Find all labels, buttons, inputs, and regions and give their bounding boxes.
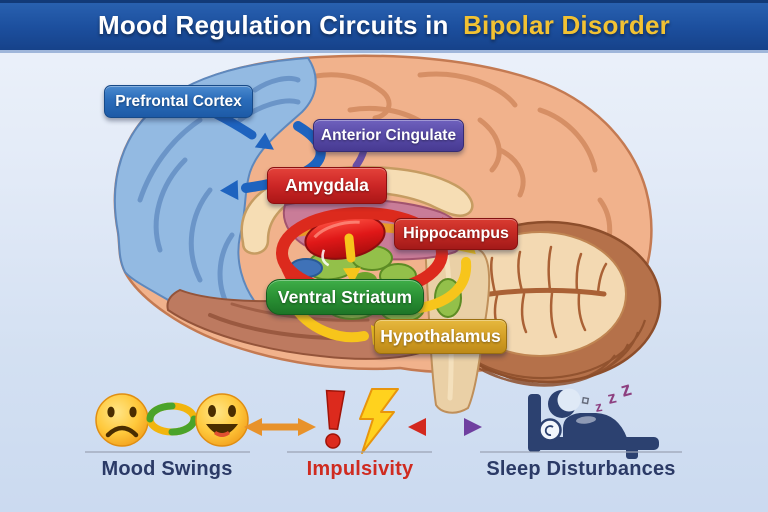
moon-icon — [548, 388, 581, 418]
title-main: Mood Regulation Circuits in — [98, 9, 449, 40]
label-hypothalamus: Hypothalamus — [374, 319, 507, 354]
caption-mood-swings: Mood Swings — [101, 458, 233, 480]
bed-icon — [528, 394, 659, 459]
sleeper-icon — [563, 413, 627, 438]
sad-face-icon — [95, 393, 149, 447]
caption-sleep-disturbances: Sleep Disturbances — [486, 458, 676, 480]
label-amygdala: Amygdala — [267, 167, 387, 204]
cerebellum-ridges — [454, 319, 647, 387]
happy-face-icon — [195, 393, 249, 447]
caption-impulsivity: Impulsivity — [306, 458, 414, 480]
mood-swings-icons — [95, 393, 249, 447]
impulsivity-icons — [325, 388, 399, 454]
label-ventral-striatum: Ventral Striatum — [266, 279, 424, 315]
label-anterior-cingulate: Anterior Cingulate — [313, 119, 464, 152]
label-prefrontal-cortex: Prefrontal Cortex — [104, 85, 253, 118]
header-bar: Mood Regulation Circuits in Bipolar Diso… — [0, 0, 768, 53]
svg-text:z: z — [594, 398, 604, 415]
svg-text:z: z — [618, 378, 634, 402]
lightning-bolt-icon — [359, 388, 399, 454]
cortex-gyri — [297, 71, 613, 343]
sleep-icons: z z z — [528, 378, 659, 459]
cycle-icon — [146, 402, 198, 436]
exclamation-icon — [325, 389, 346, 449]
zzz-text: z z z — [594, 378, 634, 415]
title-accent: Bipolar Disorder — [463, 9, 670, 40]
svg-text:z: z — [606, 387, 619, 407]
sparkle-icon — [581, 396, 590, 405]
label-hippocampus: Hippocampus — [394, 218, 518, 250]
red-purple-double-arrow-icon — [408, 418, 482, 436]
orange-double-arrow-icon — [244, 418, 316, 436]
page-title: Mood Regulation Circuits in Bipolar Diso… — [98, 10, 670, 41]
